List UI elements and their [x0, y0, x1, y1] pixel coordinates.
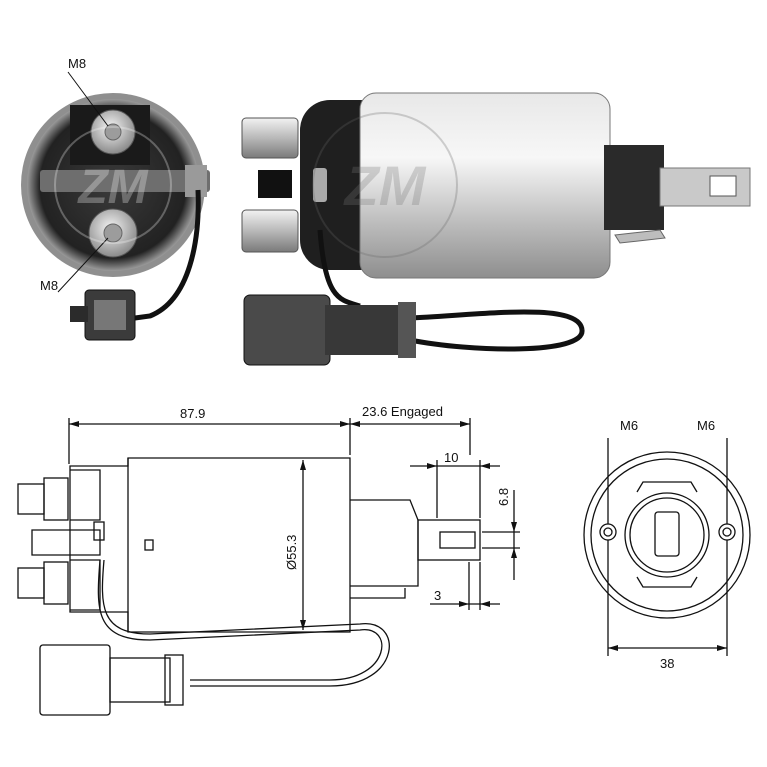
drawing-side-view: [17, 418, 520, 716]
side-terminal-small: [258, 170, 292, 198]
arrow-68-top: [511, 522, 517, 532]
dim-plunger-width: 10: [444, 450, 458, 465]
drawing-hole-right: [718, 523, 736, 541]
dim-length-engaged: 23.6 Engaged: [362, 404, 443, 419]
drawing-end-slot: [654, 511, 680, 557]
side-wire-left: [317, 229, 361, 309]
drawing-hole-right-inner: [722, 527, 732, 537]
arrow-38-right: [717, 645, 727, 651]
drawing-side-arrows: [69, 421, 517, 630]
drawing-hole-left-inner: [603, 527, 613, 537]
drawing-end-hub: [624, 492, 710, 578]
watermark-ring-left: [54, 126, 172, 244]
side-wire-loop: [409, 309, 585, 352]
label-m6-right: M6: [697, 418, 715, 433]
drawing-connector-body: [109, 657, 171, 703]
arrow-23-left: [350, 421, 360, 427]
side-connector: [243, 294, 331, 366]
drawing-plunger: [417, 519, 481, 561]
photo-end-view: M8 M8: [21, 56, 210, 341]
drawing-plunger-slot: [439, 531, 476, 549]
drawing-terminal-top: [70, 469, 101, 521]
watermark: ZM ZM: [54, 112, 458, 258]
drawing-nut-top-outer: [17, 483, 45, 515]
label-m8-bottom: M8: [40, 278, 58, 293]
dim-diameter: Ø55.3: [284, 535, 299, 570]
side-nut-bottom: [241, 209, 299, 253]
drawing-hole-left: [599, 523, 617, 541]
arrow-3-left: [459, 601, 469, 607]
drawing-end-top-tab: [636, 481, 698, 493]
drawing-end-rim: [590, 458, 744, 612]
drawing-small-post: [93, 521, 105, 541]
end-bolt-top-center: [104, 123, 122, 141]
arrow-87-left: [69, 421, 79, 427]
side-plunger-slot: [709, 175, 737, 197]
drawing-connector-latch: [164, 654, 184, 706]
drawing-end-bottom-tab: [636, 576, 698, 588]
side-bracket: [614, 229, 666, 244]
drawing-center-bracket: [31, 529, 101, 556]
drawing-wire-inner: [101, 559, 390, 687]
arrow-10-right: [480, 463, 490, 469]
end-bolt-bottom-center: [103, 223, 123, 243]
end-connector-clip: [70, 306, 88, 322]
dim-end-width: 38: [660, 656, 674, 671]
dim-plunger-height: 6.8: [496, 488, 511, 506]
arrow-23-right: [460, 421, 470, 427]
arrow-dia-bottom: [300, 620, 306, 630]
end-wire: [134, 189, 201, 321]
drawing-end-view: [583, 438, 751, 656]
drawing-end-arrows: [608, 645, 727, 651]
dim-plunger-offset: 3: [434, 588, 441, 603]
drawing-nut-bottom-outer: [17, 567, 45, 599]
end-bracket-tab: [185, 165, 207, 197]
arrow-68-bottom: [511, 548, 517, 558]
drawing-body-outline: [69, 457, 351, 633]
end-connector-socket: [94, 300, 126, 330]
label-m6-left: M6: [620, 418, 638, 433]
arrow-38-left: [608, 645, 618, 651]
side-connector-body: [325, 305, 405, 355]
end-bracket: [40, 170, 210, 192]
drawing-body-mark: [144, 539, 154, 551]
watermark-ring-right: [312, 112, 458, 258]
arrow-87-right: [340, 421, 350, 427]
arrow-dia-top: [300, 460, 306, 470]
dim-length-body: 87.9: [180, 406, 205, 421]
leader-m8-bottom: [57, 237, 109, 293]
watermark-text-left: ZM: [76, 161, 148, 214]
arrow-10-left: [427, 463, 437, 469]
drawing-plunger-housing: [350, 499, 419, 587]
photo-side-view: [241, 92, 751, 366]
side-connector-latch: [398, 302, 416, 358]
drawing-connector: [39, 644, 111, 716]
side-nut-top: [241, 117, 299, 159]
label-m8-top: M8: [68, 56, 86, 71]
watermark-text-right: ZM: [343, 154, 427, 217]
side-stud: [313, 168, 327, 202]
drawing-end-outer: [583, 451, 751, 619]
arrow-3-right: [480, 601, 490, 607]
drawing-terminal-bottom: [70, 559, 101, 611]
leader-m8-top: [67, 71, 109, 127]
drawing-plunger-bracket: [350, 588, 406, 599]
side-plunger-housing: [604, 145, 664, 230]
drawing-end-hub-inner: [629, 497, 705, 573]
drawing-nut-top-inner: [43, 477, 69, 521]
drawing-wire: [97, 559, 383, 681]
drawing-nut-bottom-inner: [43, 561, 69, 605]
